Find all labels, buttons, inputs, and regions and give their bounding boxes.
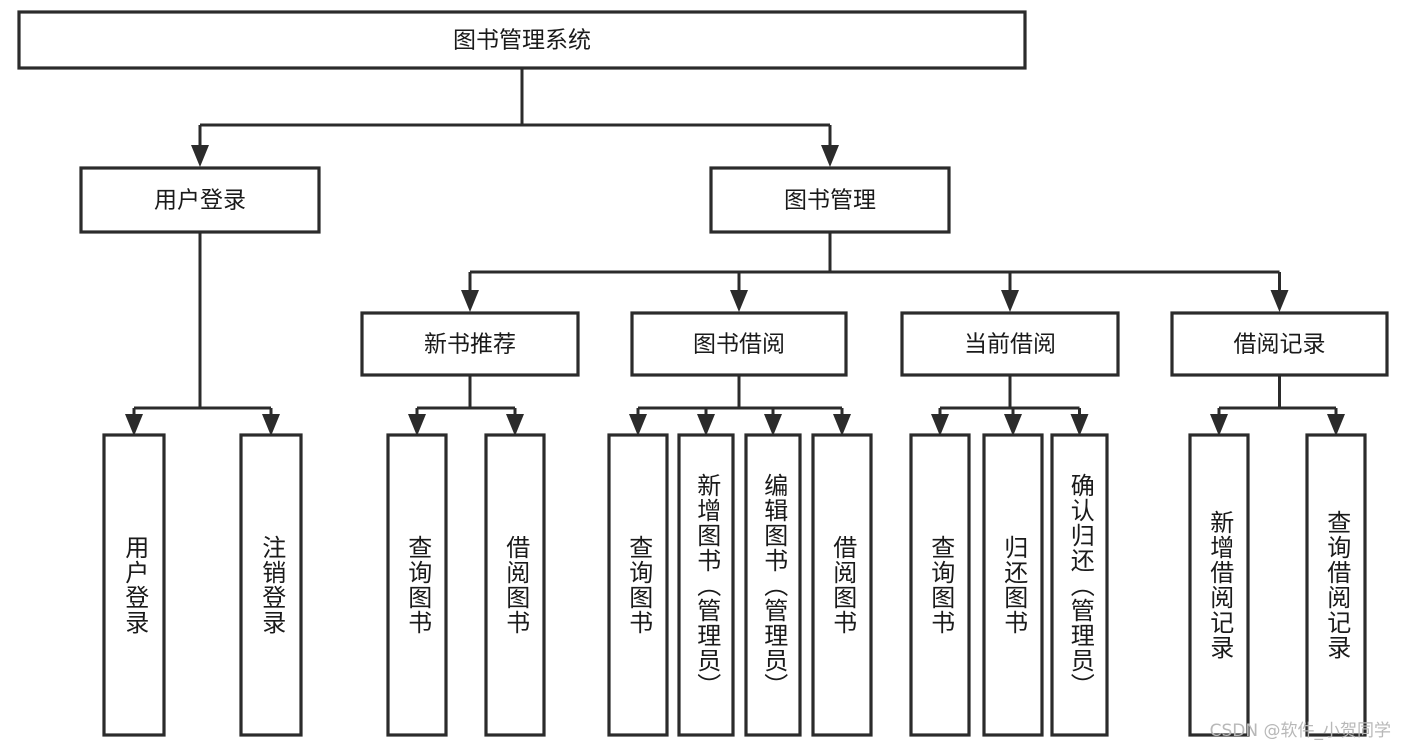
node-book-borrow[interactable]: 图书借阅 <box>630 311 848 377</box>
arrow-head-icon <box>629 414 647 436</box>
node-label-book-borrow: 图书借阅 <box>693 332 785 358</box>
arrow-head-icon <box>1327 414 1345 436</box>
leaf-leaf-query-record[interactable] <box>1305 433 1367 737</box>
node-borrow-record[interactable]: 借阅记录 <box>1170 311 1389 377</box>
leaf-leaf-user-logout[interactable] <box>239 433 303 737</box>
leaf-leaf-query-book-2[interactable] <box>607 433 669 737</box>
node-current-borrow[interactable]: 当前借阅 <box>900 311 1120 377</box>
leaf-leaf-borrow-book-2[interactable] <box>811 433 873 737</box>
node-label-current-borrow: 当前借阅 <box>964 332 1056 358</box>
node-user-login[interactable]: 用户登录 <box>79 166 321 234</box>
arrow-head-icon <box>1004 414 1022 436</box>
leaf-leaf-return-book[interactable] <box>982 433 1044 737</box>
arrow-head-icon <box>697 414 715 436</box>
leaf-leaf-query-book-1[interactable] <box>386 433 448 737</box>
leaf-leaf-borrow-book-1[interactable] <box>484 433 546 737</box>
csdn-watermark: CSDN @软件_小贺同学 <box>1209 721 1391 741</box>
arrow-head-icon <box>506 414 524 436</box>
leaf-leaf-user-login[interactable] <box>102 433 166 737</box>
arrow-head-icon <box>821 145 839 167</box>
node-label-book-manage: 图书管理 <box>784 188 876 214</box>
arrow-head-icon <box>125 414 143 436</box>
arrow-head-icon <box>262 414 280 436</box>
arrow-head-icon <box>191 145 209 167</box>
node-label-borrow-record: 借阅记录 <box>1234 332 1326 358</box>
arrow-head-icon <box>730 290 748 312</box>
arrow-head-icon <box>764 414 782 436</box>
arrow-head-icon <box>833 414 851 436</box>
leaf-leaf-add-record[interactable] <box>1188 433 1250 737</box>
arrow-head-icon <box>1210 414 1228 436</box>
node-label-new-book-recommend: 新书推荐 <box>424 332 516 358</box>
arrow-head-icon <box>1270 290 1289 312</box>
connector-links <box>125 68 1345 436</box>
arrow-head-icon <box>931 414 949 436</box>
arrow-head-icon <box>408 414 426 436</box>
node-new-book-recommend[interactable]: 新书推荐 <box>360 311 580 377</box>
leaf-leaf-add-book[interactable] <box>677 433 735 737</box>
node-label-user-login: 用户登录 <box>154 188 246 214</box>
arrow-head-icon <box>1070 414 1089 436</box>
leaf-leaf-query-book-3[interactable] <box>909 433 971 737</box>
leaf-leaf-edit-book[interactable] <box>744 433 802 737</box>
node-book-manage[interactable]: 图书管理 <box>709 166 951 234</box>
arrow-head-icon <box>1001 290 1019 312</box>
arrow-head-icon <box>461 290 479 312</box>
leaf-leaf-confirm-return[interactable] <box>1050 433 1109 737</box>
node-label-root: 图书管理系统 <box>453 28 591 54</box>
node-root[interactable]: 图书管理系统 <box>17 10 1027 70</box>
